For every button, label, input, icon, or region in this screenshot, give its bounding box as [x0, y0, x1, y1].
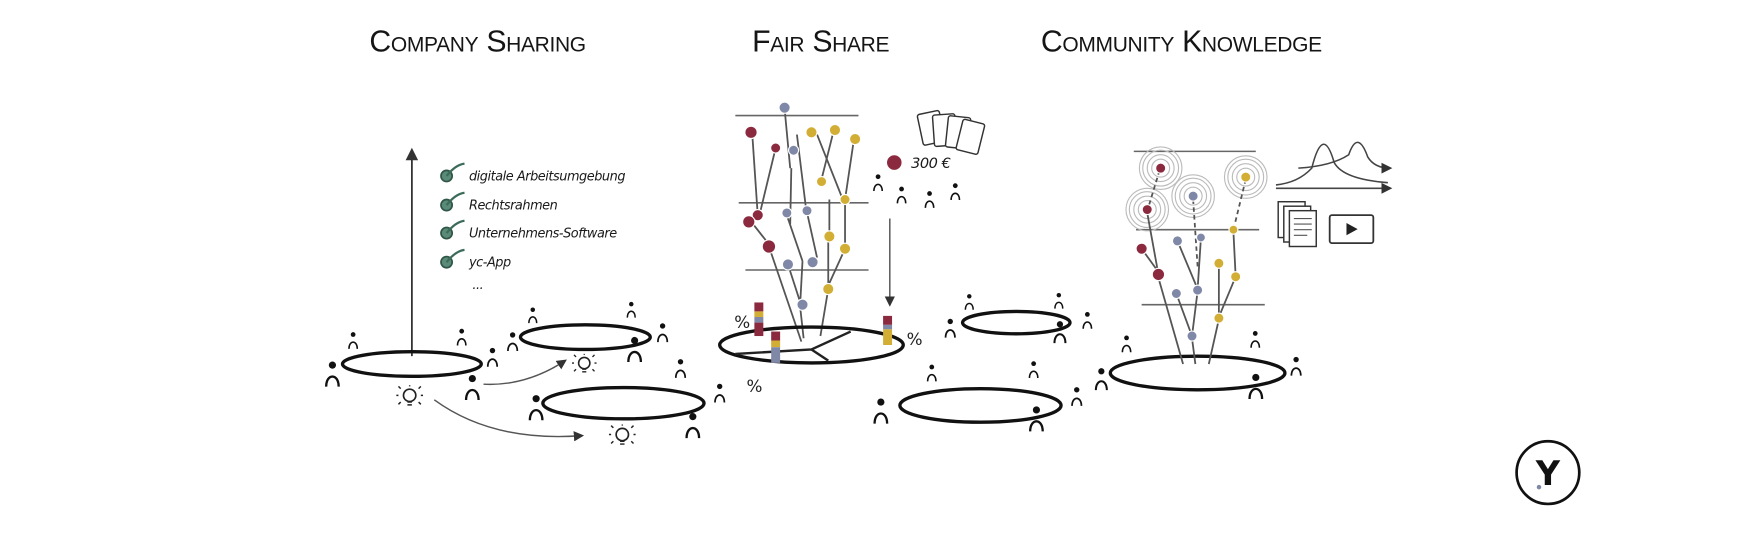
people [873, 173, 961, 209]
people [873, 292, 1302, 433]
title-community-knowledge: Community Knowledge [1041, 26, 1322, 59]
check-icon [440, 162, 465, 269]
checklist-item: digitale Arbeitsumgebung [469, 169, 625, 184]
group-circle [898, 386, 1063, 424]
video-play-icon [1328, 214, 1375, 245]
idea-arrow [433, 399, 585, 442]
group-circle [518, 323, 652, 352]
percent-label: % [907, 329, 923, 349]
lightbulb-icon [396, 384, 424, 406]
fair-share-pie-circle [718, 325, 905, 365]
title-company-sharing: Company Sharing [369, 26, 585, 59]
checklist-item: yc-App [468, 256, 511, 271]
knowledge-ripples [1125, 146, 1268, 232]
idea-arrow [483, 359, 567, 386]
group-circle [960, 309, 1072, 336]
brand-logo: Y [1515, 439, 1581, 506]
distribution-chart-icon [1275, 141, 1393, 194]
percent-label: % [747, 376, 763, 396]
money-cards-icon [916, 109, 986, 155]
lightbulb-icon [571, 353, 597, 373]
checklist-item: Unternehmens-Software [469, 227, 617, 242]
group-circle [340, 350, 483, 379]
checklist: digitale Arbeitsumgebung Rechtsrahmen Un… [440, 162, 626, 293]
checklist-item: Rechtsrahmen [469, 199, 558, 214]
checklist-more: ... [472, 278, 483, 293]
tree-connections [751, 108, 855, 342]
fair-share-section: % % % 300 € [718, 101, 986, 396]
group-circle [541, 385, 706, 421]
stacked-bar [754, 302, 893, 363]
amount-label: 300 € [911, 155, 951, 172]
community-knowledge-section [873, 141, 1393, 433]
money-dot [887, 155, 902, 170]
document-icon [1277, 200, 1317, 248]
company-sharing-section: digitale Arbeitsumgebung Rechtsrahmen Un… [324, 147, 726, 445]
title-fair-share: Fair Share [752, 26, 889, 59]
percent-label: % [734, 312, 750, 332]
tree-connections [1140, 170, 1247, 365]
contribution-dots [1135, 162, 1252, 342]
contribution-dots [742, 101, 862, 311]
lightbulb-icon [608, 423, 636, 445]
group-circle [1108, 354, 1287, 392]
